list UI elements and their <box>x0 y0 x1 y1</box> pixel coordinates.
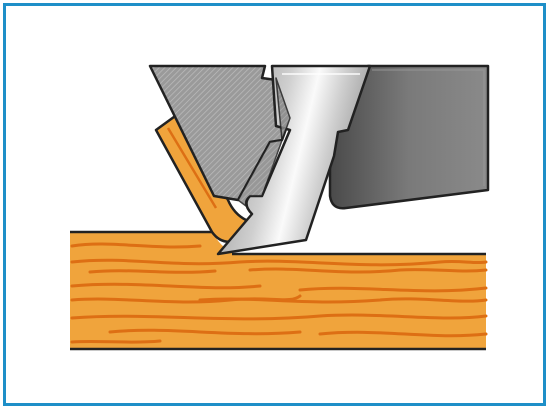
wood-board <box>70 230 486 351</box>
wood-grain <box>70 242 488 344</box>
blade-edge <box>237 77 291 207</box>
plane-body <box>328 64 490 210</box>
